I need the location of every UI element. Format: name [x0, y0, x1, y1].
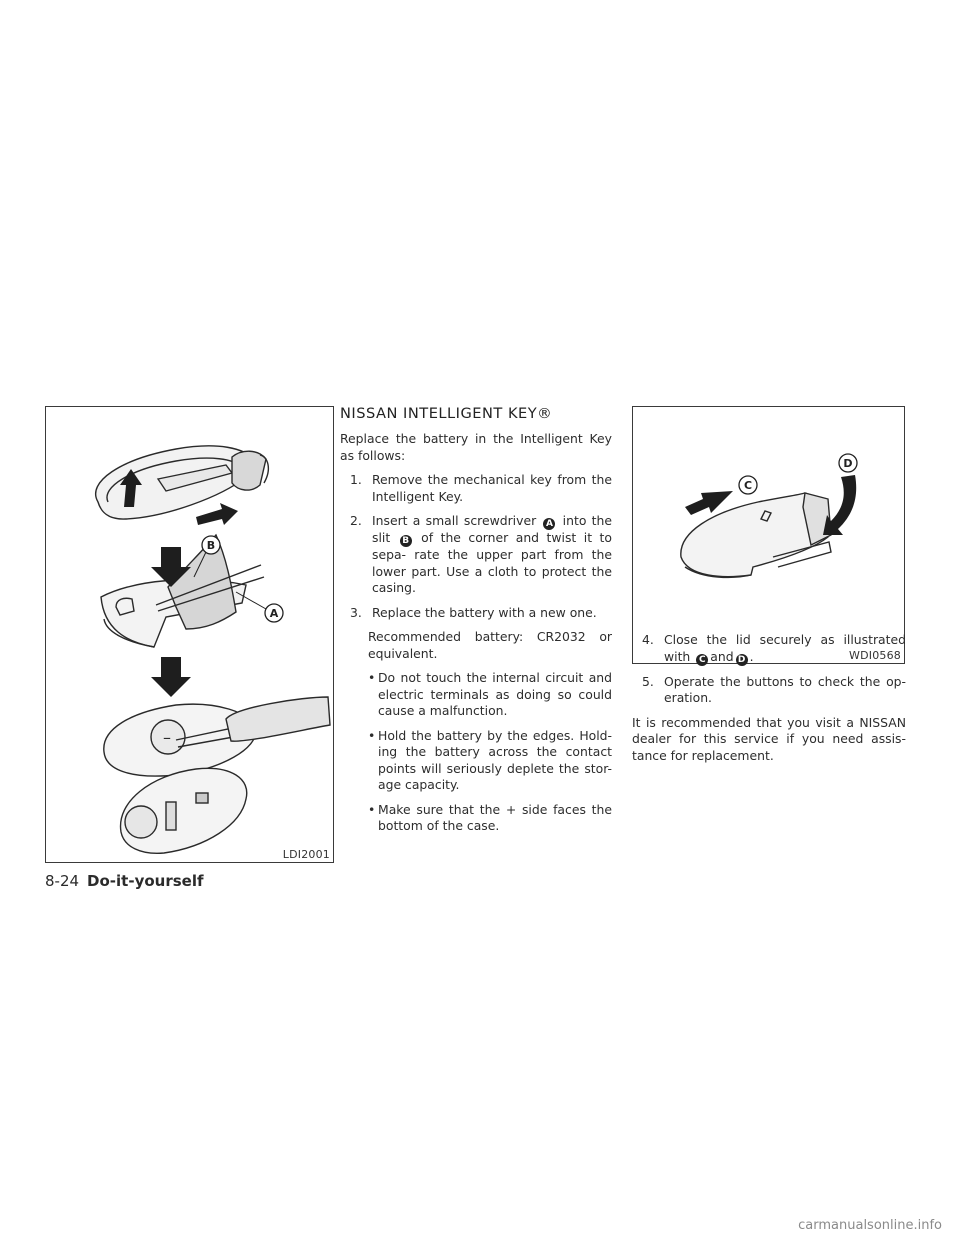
- bullet-text: Make sure that the + side faces the bott…: [378, 801, 612, 834]
- callout-a-label: A: [270, 607, 279, 620]
- lid-closing-figure: C D WDI0568: [632, 406, 905, 664]
- step-2: 2. Insert a small screwdriver A into the…: [340, 513, 612, 597]
- callout-a-icon: A: [543, 518, 556, 530]
- bullet-text: Do not touch the internal circuit and el…: [378, 670, 612, 718]
- callout-d-icon: D: [735, 653, 748, 666]
- section-title: NISSAN INTELLIGENT KEY®: [340, 405, 553, 422]
- key-lid-illustration: C D: [680, 453, 858, 579]
- callout-d-label: D: [843, 457, 852, 470]
- step-4: 4. Close the lid securely as illustrated…: [632, 632, 906, 666]
- step-1: 1. Remove the mechanical key from the In…: [340, 472, 612, 505]
- step-text: Operate the buttons to check the op- era…: [664, 673, 906, 706]
- step-number: 4.: [642, 632, 654, 647]
- instructions-continued: 4. Close the lid securely as illustrated…: [632, 632, 906, 764]
- step-text: Insert a small screwdriver: [372, 513, 537, 528]
- bullet-item: • Make sure that the + side faces the bo…: [340, 802, 612, 835]
- bullet-icon: •: [368, 801, 376, 817]
- step-text: .: [749, 648, 754, 664]
- step-text: Replace the battery with a new one.: [372, 604, 597, 620]
- step-text: of the corner and twist it to sepa- rate…: [372, 530, 612, 595]
- step-5: 5. Operate the buttons to check the op- …: [632, 674, 906, 707]
- step-number: 2.: [350, 513, 362, 528]
- step-3: 3. Replace the battery with a new one.: [340, 605, 612, 622]
- key-disassembly-illustration: – B A: [95, 445, 331, 854]
- figure-id: WDI0568: [849, 649, 901, 662]
- battery-replacement-figure: – B A LDI2001: [45, 406, 334, 863]
- bullet-icon: •: [368, 727, 376, 743]
- step-text: Close the lid securely as illustrated wi…: [664, 632, 906, 664]
- recommended-battery: Recommended battery: CR2032 or equivalen…: [368, 629, 612, 661]
- instructions-column: NISSAN INTELLIGENT KEY® Replace the batt…: [340, 405, 612, 835]
- intro-text: Replace the battery in the Intelligent K…: [340, 431, 612, 463]
- footer-section: Do-it-yourself: [87, 872, 204, 890]
- step-text: Remove the mechanical key from the Intel…: [372, 472, 612, 504]
- callout-c-label: C: [744, 479, 752, 492]
- page-footer: 8-24 Do-it-yourself: [45, 872, 204, 890]
- step-text: and: [710, 648, 734, 664]
- callout-b-icon: B: [399, 535, 412, 547]
- closing-text: It is recommended that you visit a NISSA…: [632, 714, 906, 763]
- svg-text:–: –: [163, 728, 171, 747]
- bullet-item: • Do not touch the internal circuit and …: [340, 670, 612, 720]
- step-number: 1.: [350, 472, 362, 487]
- step-number: 5.: [642, 673, 654, 689]
- step-text: into the slit: [372, 513, 612, 545]
- bullet-icon: •: [368, 670, 376, 685]
- callout-b-label: B: [207, 539, 215, 552]
- step-number: 3.: [350, 604, 362, 620]
- callout-c-icon: C: [696, 653, 709, 666]
- bullet-item: • Hold the battery by the edges. Hold- i…: [340, 728, 612, 794]
- watermark-text: carmanualsonline.info: [798, 1218, 942, 1233]
- bullet-text: Hold the battery by the edges. Hold- ing…: [378, 727, 612, 793]
- page-number: 8-24: [45, 872, 80, 890]
- figure-id: LDI2001: [282, 848, 330, 861]
